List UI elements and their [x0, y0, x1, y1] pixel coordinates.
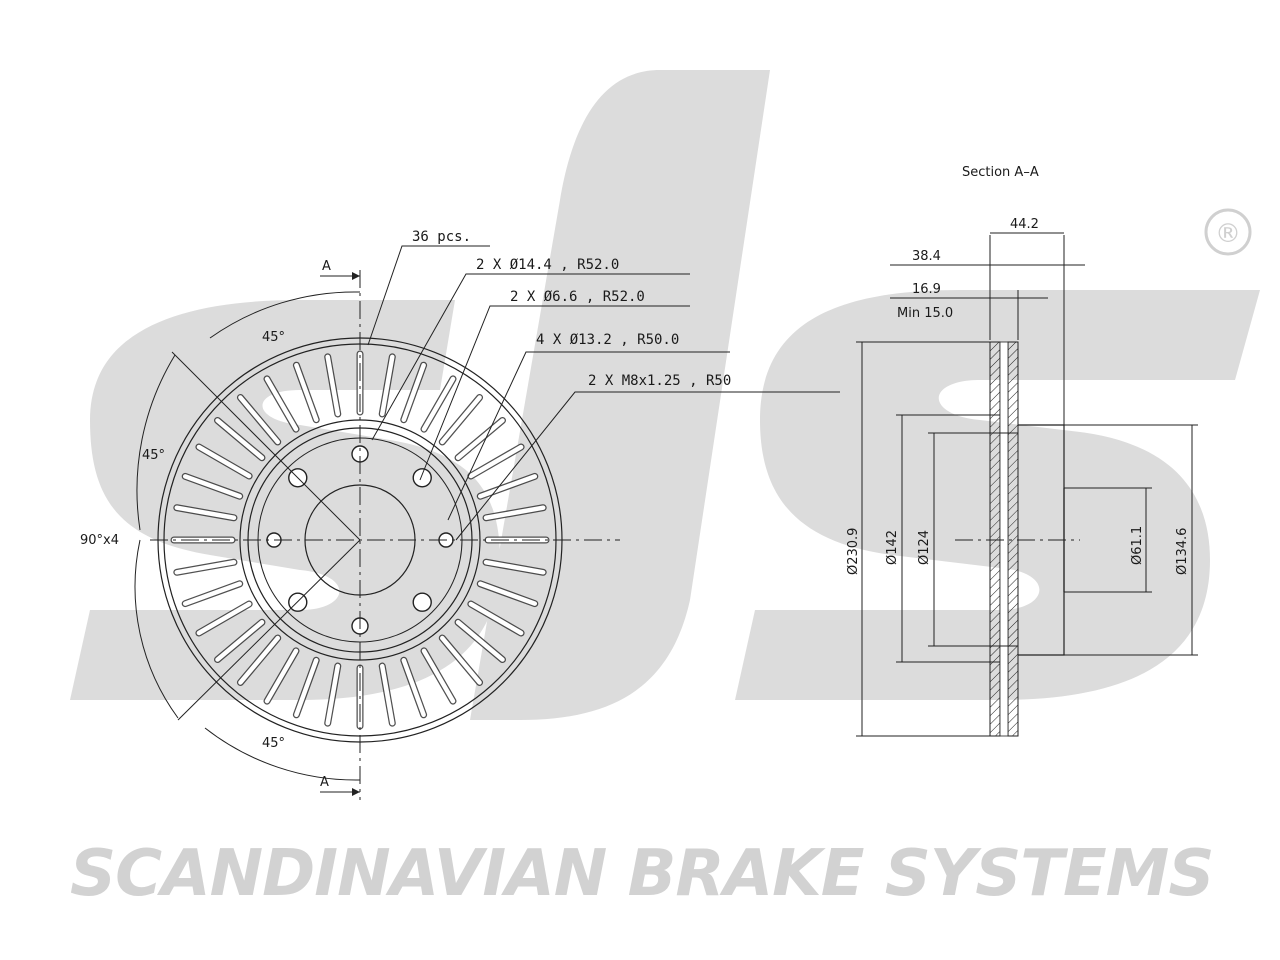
- cooling-vane-inner: [421, 376, 456, 432]
- cooling-vane-inner: [238, 395, 280, 445]
- dim-hat-diameter: Ø134.6: [1175, 528, 1190, 575]
- logo-slash: [470, 70, 770, 720]
- angle-left-label: 45°: [142, 448, 165, 463]
- angle-arc-top: [209, 291, 361, 339]
- cooling-vane-inner: [401, 362, 426, 422]
- cooling-vane-inner: [325, 354, 341, 417]
- logo-letter-s-left: [70, 300, 500, 700]
- angle-total-label: 90°x4: [80, 533, 119, 548]
- cooling-vane-inner: [468, 601, 524, 636]
- cooling-vane-inner: [264, 648, 299, 704]
- bolt-hole: [412, 468, 432, 488]
- cooling-vane-inner: [294, 362, 319, 422]
- cooling-vane-inner: [468, 444, 524, 479]
- cooling-vane-inner: [483, 505, 546, 521]
- callout-hole-13-label: 4 X Ø13.2 , R50.0: [536, 332, 679, 348]
- cooling-vane-inner: [182, 581, 242, 606]
- dim-disc-thickness: 16.9: [912, 282, 941, 297]
- cooling-vane-inner: [440, 395, 482, 445]
- inner-friction-plate: [1007, 341, 1019, 737]
- brand-tagline: SCANDINAVIAN BRAKE SYSTEMS: [70, 837, 1213, 911]
- callout-thread-label: 2 X M8x1.25 , R50: [588, 373, 731, 389]
- cooling-vane-inner: [238, 635, 280, 685]
- callout-hole-14-label: 2 X Ø14.4 , R52.0: [476, 257, 619, 273]
- front-view: A A 45° 45° 90°x4 45° 36 pcs. 2 X Ø14.4 …: [80, 229, 840, 800]
- cooling-vane-inner: [182, 474, 242, 499]
- vent-gap: [999, 341, 1009, 737]
- cooling-vane-inner: [215, 620, 265, 662]
- dim-outer-diameter: Ø230.9: [846, 528, 861, 575]
- cooling-vane-inner: [379, 354, 395, 417]
- angle-arc-bottom: [204, 727, 361, 781]
- cooling-vane-inner: [196, 444, 252, 479]
- cooling-vane-inner: [325, 663, 341, 726]
- angle-arc-total: [134, 539, 179, 719]
- angle-ref-line-upper: [171, 351, 361, 541]
- cooling-vane-inner: [294, 658, 319, 718]
- callout-hole-6: 2 X Ø6.6 , R52.0: [419, 289, 690, 481]
- cooling-vane-inner: [483, 559, 546, 575]
- cooling-vane-inner: [379, 663, 395, 726]
- outer-friction-plate: [989, 341, 1001, 737]
- section-arrow-bottom: [352, 788, 360, 796]
- angle-top-label: 45°: [262, 330, 285, 345]
- angle-bottom-label: 45°: [262, 736, 285, 751]
- dim-hat-depth: 38.4: [912, 249, 941, 264]
- callout-hole-6-label: 2 X Ø6.6 , R52.0: [510, 289, 645, 305]
- angle-ref-line-lower: [177, 539, 361, 721]
- cooling-vane-inner: [215, 418, 265, 460]
- section-marker-bottom: A: [320, 775, 329, 790]
- registered-mark-circle: [1204, 208, 1252, 256]
- cooling-vane-inner: [478, 474, 538, 499]
- cooling-vane-inner: [455, 418, 505, 460]
- callout-vanes-label: 36 pcs.: [412, 229, 471, 245]
- callout-vanes: 36 pcs.: [367, 229, 490, 346]
- callout-hole-13: 4 X Ø13.2 , R50.0: [447, 332, 730, 521]
- section-arrow-top: [352, 272, 360, 280]
- cooling-vane-inner: [174, 505, 237, 521]
- cooling-vane-inner: [264, 376, 299, 432]
- callout-hole-14: 2 X Ø14.4 , R52.0: [371, 257, 690, 441]
- dim-diameter-142: Ø142: [885, 530, 900, 565]
- dim-center-bore: Ø61.1: [1130, 526, 1145, 565]
- dim-thickness-total: 44.2: [1010, 217, 1039, 232]
- registered-mark: ®: [1215, 219, 1241, 249]
- cooling-vane-inner: [174, 559, 237, 575]
- dim-min-thickness: Min 15.0: [897, 306, 953, 321]
- dim-diameter-124: Ø124: [917, 530, 932, 565]
- cooling-vane-inner: [401, 658, 426, 718]
- callout-thread: 2 X M8x1.25 , R50: [455, 373, 840, 541]
- section-marker-top: A: [322, 259, 331, 274]
- cooling-vane-inner: [455, 620, 505, 662]
- cooling-vane-inner: [478, 581, 538, 606]
- section-view: Section A–A 44.2 38.4 16.9 Min 15.0 Ø230…: [846, 165, 1198, 737]
- angle-arc-left: [136, 354, 176, 531]
- bolt-hole: [412, 592, 432, 612]
- sbs-logo-watermark: ® SCANDINAVIAN BRAKE SYSTEMS: [70, 70, 1260, 911]
- cooling-vane-inner: [440, 635, 482, 685]
- section-title: Section A–A: [962, 165, 1039, 180]
- cooling-vane-inner: [421, 648, 456, 704]
- cooling-vane-inner: [196, 601, 252, 636]
